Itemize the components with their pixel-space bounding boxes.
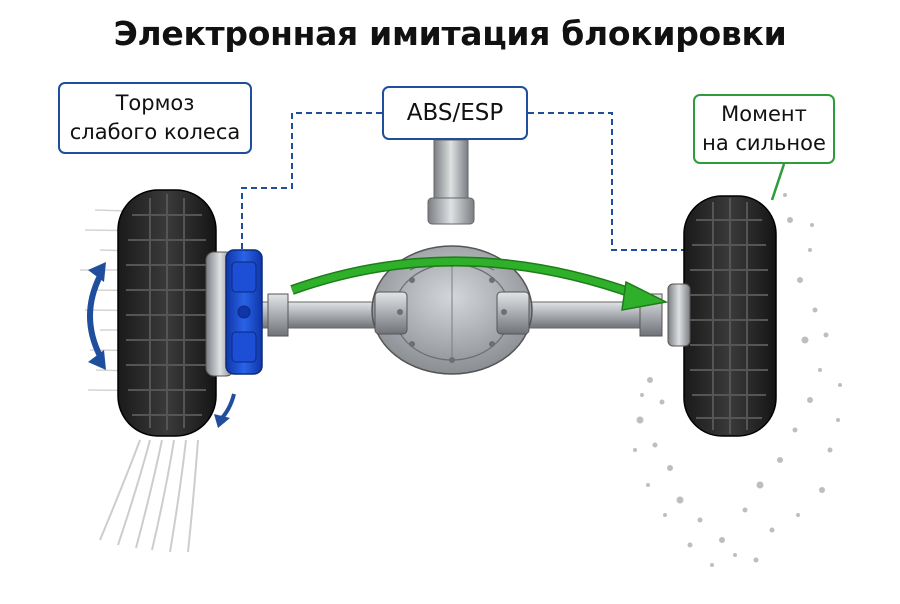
brake-label-line1: Тормоз	[115, 91, 195, 115]
torque-label-line2: на сильное	[702, 131, 826, 155]
curved-double-arrow-icon	[87, 262, 106, 370]
control-signal-lines	[241, 112, 690, 251]
brake-label-line2: слабого колеса	[69, 120, 241, 144]
brake-caliper	[225, 249, 263, 375]
abs-esp-label: ABS/ESP	[406, 99, 504, 126]
small-arrow-icon	[214, 393, 236, 428]
brake-label-box: Тормоз слабого колеса	[58, 82, 252, 154]
abs-esp-label-box: ABS/ESP	[382, 86, 528, 140]
torque-label-box: Момент на сильное	[693, 94, 835, 164]
tire-tracks-left	[99, 439, 199, 553]
page-title: Электронная имитация блокировки	[113, 14, 787, 53]
torque-label-connector	[770, 163, 786, 201]
driveshaft	[427, 139, 475, 225]
curved-arrow-icon	[290, 256, 669, 311]
differential-housing	[371, 245, 533, 375]
gravel-spray-right	[633, 193, 842, 567]
right-wheel	[667, 195, 777, 437]
torque-label-line1: Момент	[721, 102, 807, 126]
left-wheel	[117, 189, 235, 437]
